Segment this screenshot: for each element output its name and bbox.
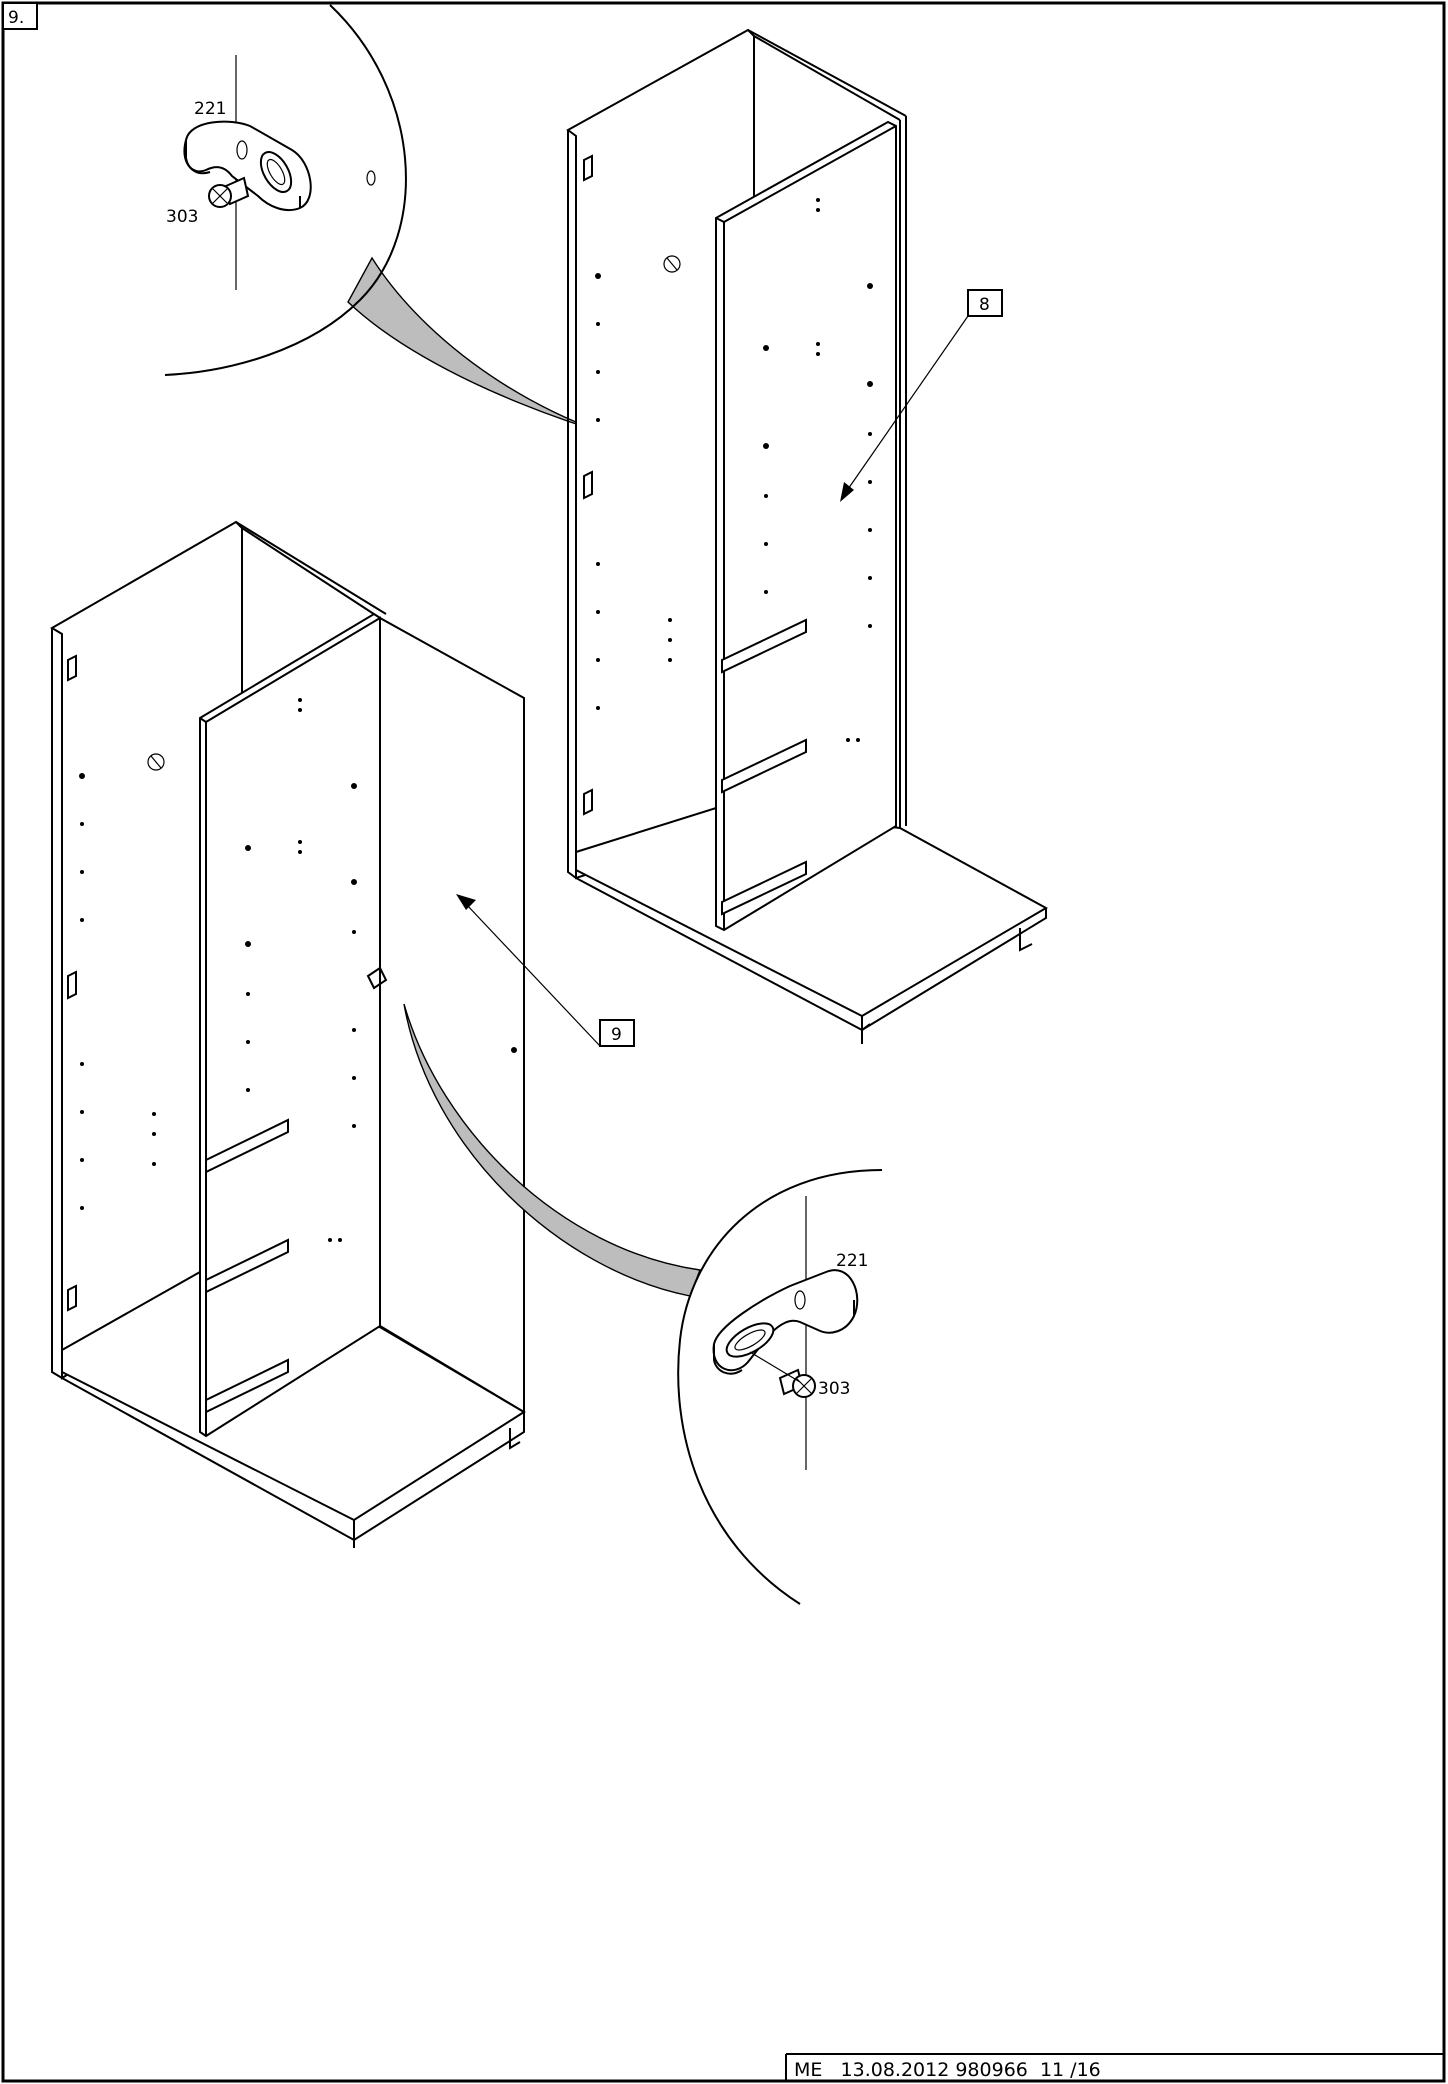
callout-8: 8: [840, 289, 1003, 502]
cabinet-right: [566, 28, 1049, 1044]
callout-8-label: 8: [979, 295, 990, 315]
callout-9-label: 9: [611, 1025, 622, 1045]
detail-bottom-screw-label: 303: [818, 1379, 850, 1399]
detail-bottom-cam-label: 221: [836, 1251, 868, 1271]
detail-bottom: 221 303: [403, 1003, 883, 1605]
screw-icon: [208, 176, 250, 208]
cam-fitting-icon: [712, 1269, 859, 1375]
detail-top: 221 303: [164, 4, 709, 459]
detail-top-cam-label: 221: [194, 99, 226, 119]
detail-top-outline: [164, 4, 407, 376]
detail-bottom-outline: [677, 1169, 883, 1605]
screw-icon: [749, 1351, 816, 1398]
cabinet-right-holes: [595, 198, 873, 742]
step-number: 9.: [8, 8, 24, 28]
cabinet-left-holes: [79, 698, 517, 1242]
callout-9: 9: [456, 894, 635, 1047]
detail-top-screw-label: 303: [166, 207, 198, 227]
cabinet-left: [50, 520, 526, 1548]
footer-text: ME 13.08.2012 980966 11 /16: [794, 2059, 1101, 2081]
cam-fitting-icon: [183, 120, 312, 212]
step-number-box: 9.: [2, 2, 38, 30]
footer-box: ME 13.08.2012 980966 11 /16: [785, 2053, 1444, 2081]
